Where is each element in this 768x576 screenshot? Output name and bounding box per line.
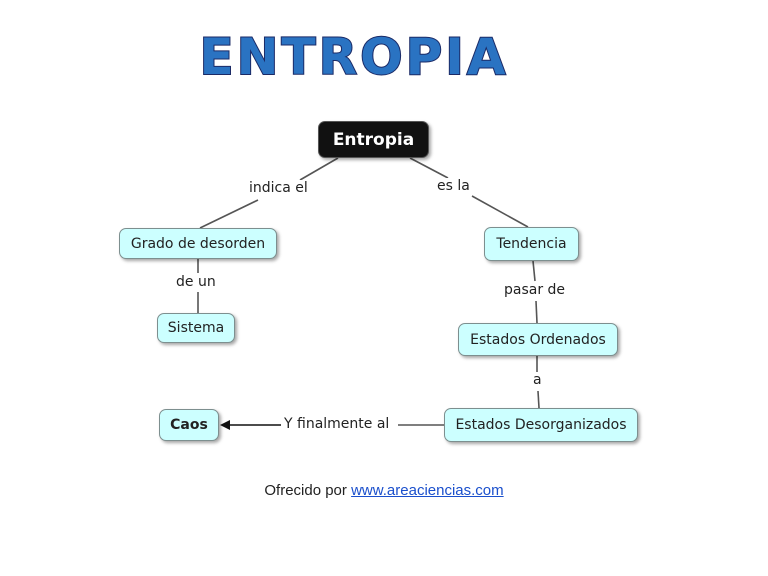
line-pasar-ordenados [535,300,538,324]
line-root-indica [299,157,339,181]
link-label-de-un: de un [173,274,219,290]
link-label-y-finalmente-al: Y finalmente al [281,416,393,432]
link-label-es-la: es la [434,178,473,194]
line-root-esla [409,157,449,179]
line-tendencia-pasar [532,260,536,282]
line-a-desorganizados [537,390,540,409]
page-title: ENTROPIA [0,27,768,87]
line-esla-tendencia [471,195,529,228]
footer-credit: Ofrecido por www.areaciencias.com [0,482,768,499]
link-label-pasar-de: pasar de [501,282,569,298]
node-tendencia: Tendencia [484,227,579,261]
footer-prefix: Ofrecido por [264,482,352,499]
node-estados-ordenados: Estados Ordenados [458,323,618,356]
line-indica-grado [199,199,259,229]
node-estados-desorganizados: Estados Desorganizados [444,408,638,442]
node-sistema: Sistema [157,313,235,343]
node-caos: Caos [159,409,219,441]
footer-link[interactable]: www.areaciencias.com [351,482,504,499]
node-entropia: Entropia [318,121,429,158]
link-label-indica-el: indica el [246,180,311,196]
node-grado-de-desorden: Grado de desorden [119,228,277,259]
page-title-text: ENTROPIA [198,27,509,87]
link-label-a: a [530,372,545,388]
